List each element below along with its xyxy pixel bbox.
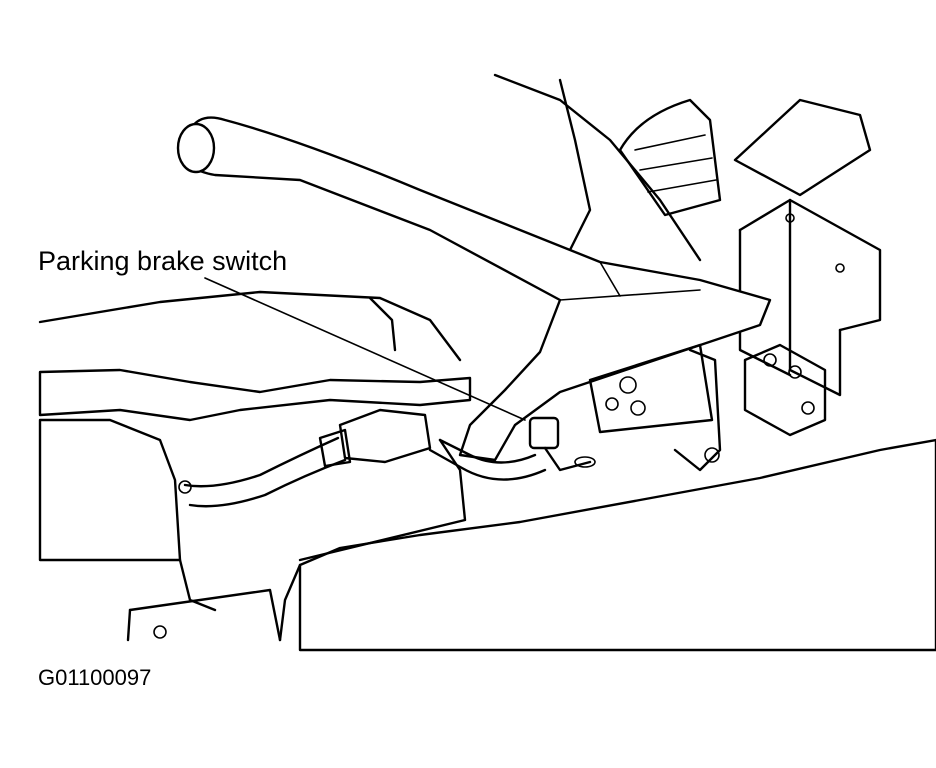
pivot-plate bbox=[588, 343, 722, 472]
console-outline bbox=[38, 73, 702, 362]
lever-boot bbox=[618, 98, 722, 217]
mounting-bracket bbox=[733, 98, 882, 397]
harness-connector bbox=[318, 408, 432, 468]
wire-connector-block bbox=[743, 343, 827, 437]
parking-brake-lever bbox=[176, 116, 772, 462]
callout-leader-line bbox=[204, 277, 526, 421]
figure-id-label: G01100097 bbox=[38, 665, 152, 690]
parking-brake-switch bbox=[528, 416, 596, 472]
floor-carpet bbox=[38, 368, 936, 652]
callout-label: Parking brake switch bbox=[38, 246, 288, 276]
floor-panel bbox=[126, 438, 467, 642]
wiring-harness bbox=[183, 436, 547, 508]
